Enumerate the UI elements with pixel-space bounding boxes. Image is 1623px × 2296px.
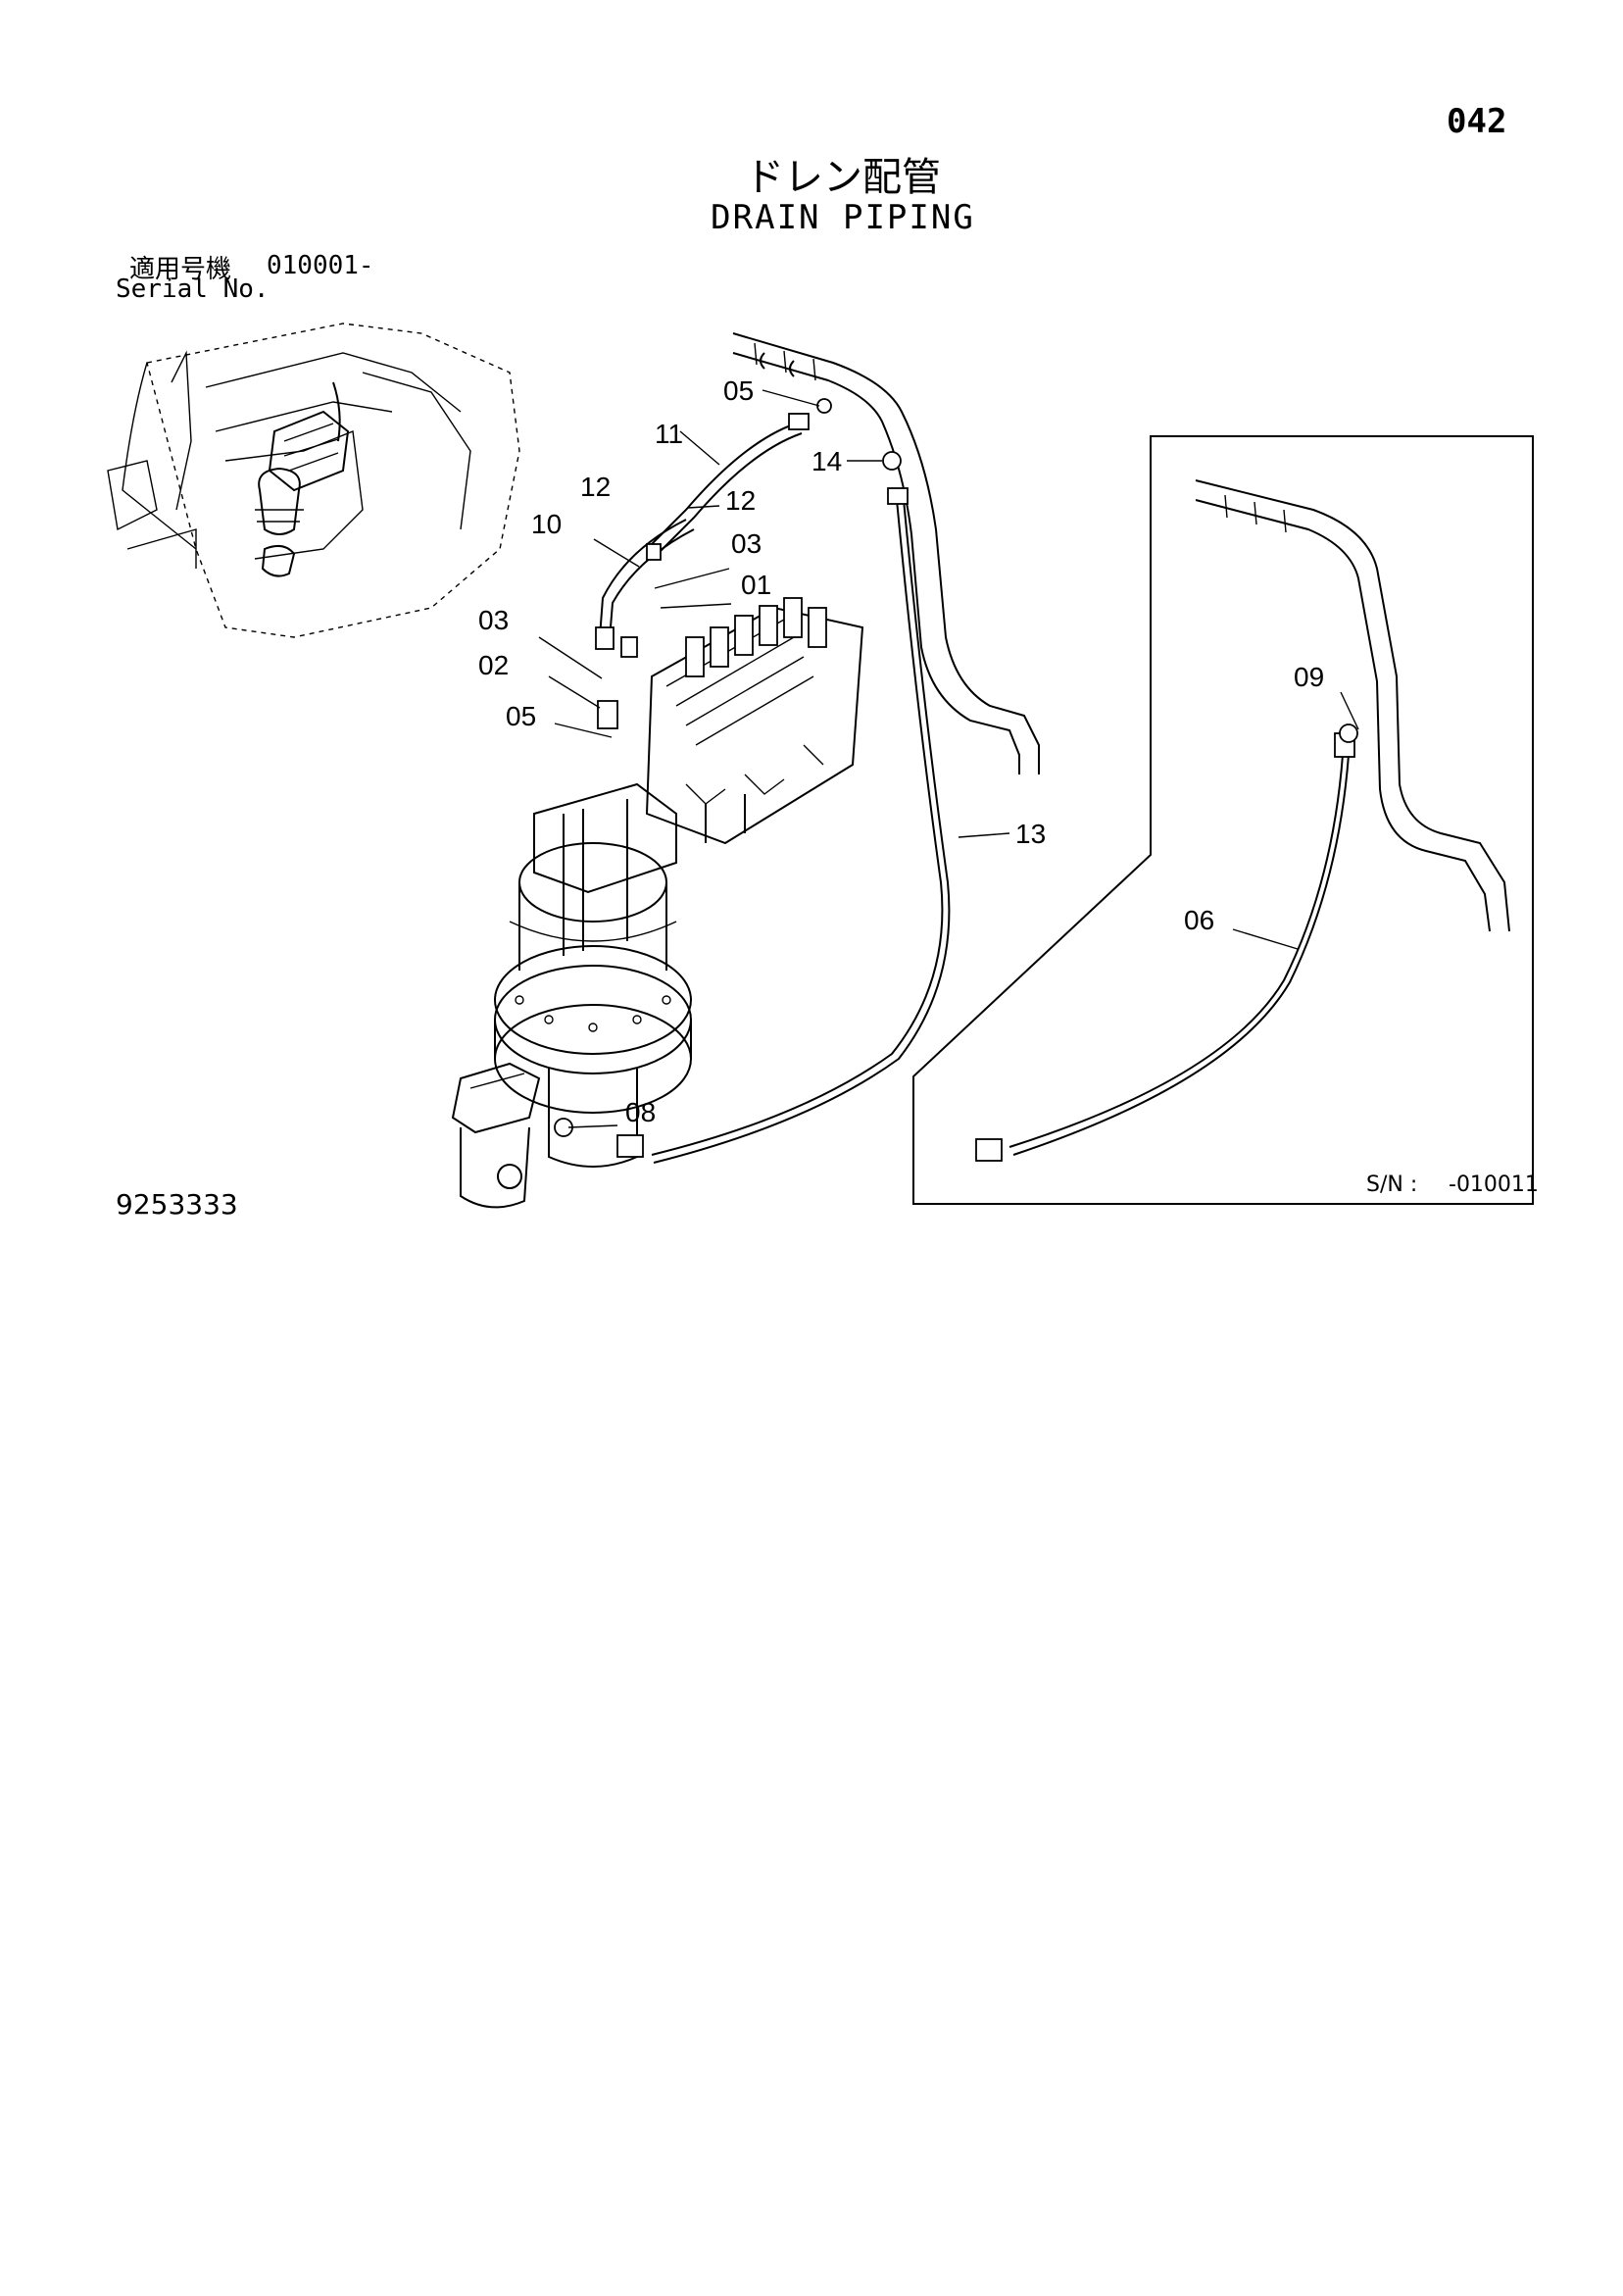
drawing-number: 9253333 [116, 1188, 238, 1221]
inset-frame [912, 435, 1534, 1205]
callout-12-right: 12 [725, 485, 756, 516]
hoses [554, 398, 1358, 1164]
return-pipe-inset [1195, 479, 1510, 932]
callout-11: 11 [655, 419, 683, 449]
center-joint [451, 1062, 541, 1209]
callout-12-left: 12 [580, 472, 611, 502]
inset-serial-label: S/N : [1366, 1173, 1418, 1197]
callout-05-lower: 05 [506, 701, 536, 731]
serial-label-english: Serial No. [116, 275, 270, 304]
machine-locator-view [107, 323, 520, 638]
title-japanese: ドレン配管 [745, 155, 941, 200]
leader-lines [538, 389, 1359, 1128]
callout-03-right: 03 [731, 528, 762, 559]
swing-motor [494, 782, 692, 1168]
callout-01: 01 [741, 570, 771, 600]
callout-13: 13 [1015, 819, 1046, 849]
serial-code: 010001- [267, 251, 374, 280]
callout-08: 08 [625, 1097, 656, 1127]
callout-labels: 05 11 14 12 12 10 03 01 03 02 05 13 09 0… [478, 375, 1324, 1127]
control-valve [645, 597, 864, 845]
serial-label-japanese: 適用号機 [129, 255, 232, 284]
callout-10: 10 [531, 509, 562, 539]
page-number: 042 [1447, 102, 1507, 141]
inset-serial-value: -010011 [1449, 1173, 1539, 1197]
callout-06: 06 [1184, 905, 1214, 935]
title-english: DRAIN PIPING [711, 198, 975, 237]
return-pipe-main [732, 332, 1040, 774]
callout-05-upper: 05 [723, 375, 754, 406]
callout-03-left: 03 [478, 605, 509, 635]
callout-14: 14 [812, 446, 842, 476]
callout-02: 02 [478, 650, 509, 680]
callout-09: 09 [1294, 662, 1324, 692]
